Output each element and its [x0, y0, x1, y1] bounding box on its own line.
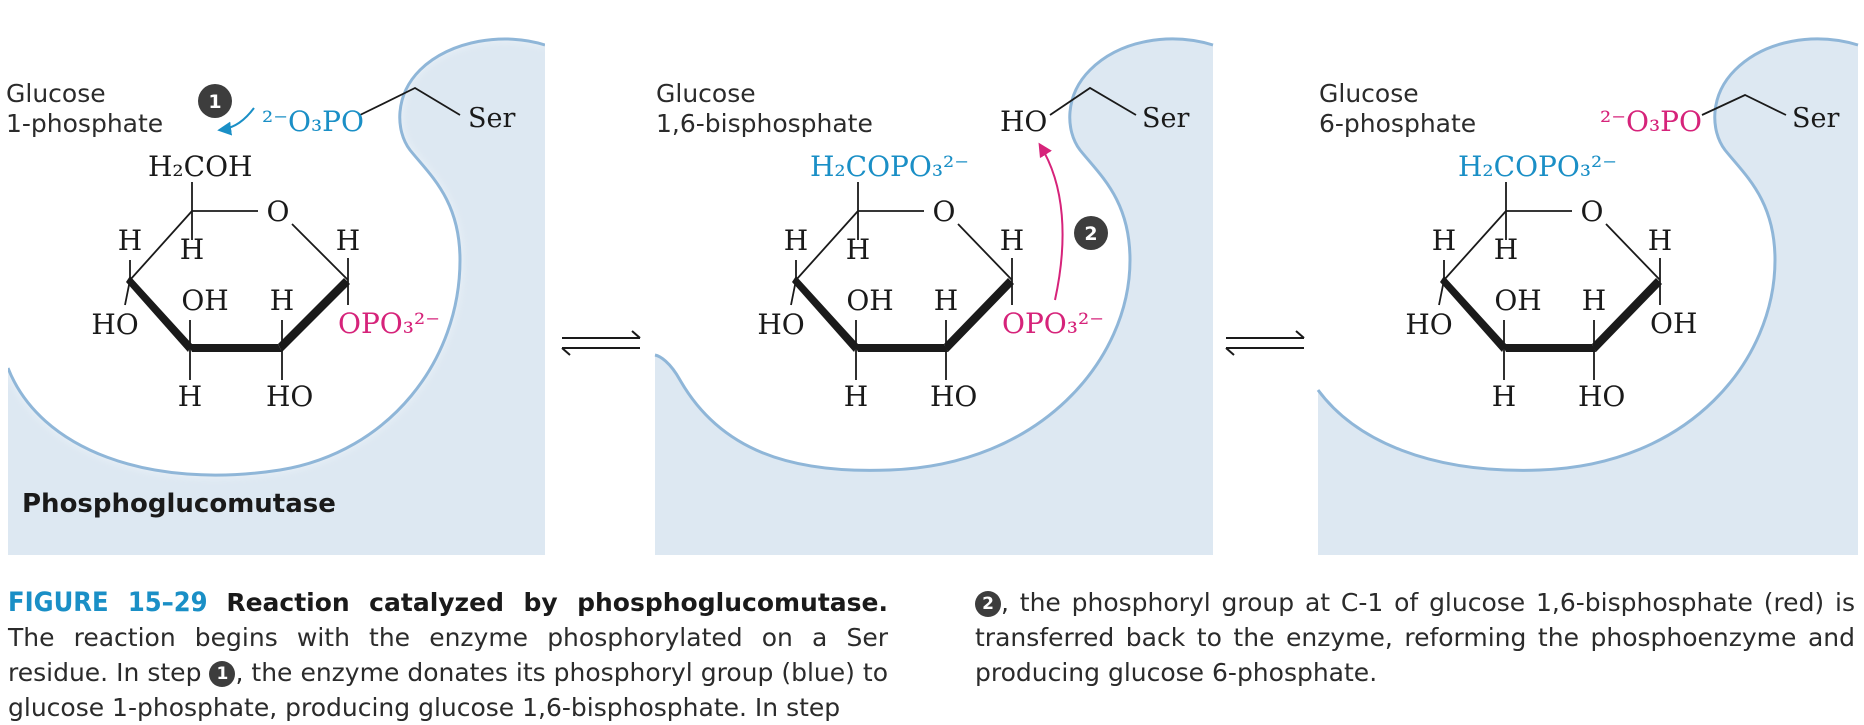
c2-ho: HO	[930, 380, 977, 413]
ring-oxygen: O	[933, 195, 956, 228]
enzyme-phosphoryl-group: ²⁻O₃PO	[1600, 105, 1702, 138]
c6-group: H₂COPO₃²⁻	[1458, 150, 1617, 183]
c2-h: H	[270, 284, 294, 317]
c4-h: H	[118, 224, 142, 257]
c2-h: H	[934, 284, 958, 317]
c4-ho: HO	[1405, 308, 1452, 341]
panel-glucose-1-phosphate: Glucose 1-phosphate Phosphoglucomutase S…	[0, 0, 655, 560]
c5-h: H	[846, 233, 870, 266]
figure-number: FIGURE 15–29	[8, 587, 208, 618]
panel-2-label-line2: 1,6-bisphosphate	[656, 109, 873, 138]
step-2-number: 2	[1084, 223, 1097, 245]
ser-label: Ser	[1792, 103, 1839, 134]
c2-h: H	[1582, 284, 1606, 317]
c2-ho: HO	[266, 380, 313, 413]
c4-h: H	[784, 224, 808, 257]
caption-step-1-badge: 1	[209, 661, 236, 687]
c3-oh: OH	[181, 284, 228, 317]
panel-1-label-line1: Glucose	[6, 79, 106, 108]
step-2-arrow	[1038, 142, 1064, 301]
ring-oxygen: O	[1581, 195, 1604, 228]
panel-glucose-1-6-bisphosphate: Glucose 1,6-bisphosphate Ser HO 2 H₂COPO	[654, 30, 1214, 555]
c3-h: H	[178, 380, 202, 413]
c3-h: H	[1492, 380, 1516, 413]
c3-h: H	[844, 380, 868, 413]
caption-text-3: , the phosphoryl group at C-1 of glucose…	[975, 588, 1855, 687]
panel-glucose-6-phosphate: Glucose 6-phosphate Ser ²⁻O₃PO H₂COPO₃²⁻…	[1316, 30, 1859, 555]
c4-ho: HO	[757, 308, 804, 341]
step-2-badge	[1074, 216, 1108, 250]
enzyme-hydroxyl-group: HO	[1000, 105, 1047, 138]
caption-text-1: The reaction begins with the enzyme phos…	[8, 623, 888, 687]
figure-caption-column-2: 2, the phosphoryl group at C-1 of glucos…	[975, 585, 1855, 690]
caption-step-2-badge: 2	[975, 591, 1001, 617]
ser-label: Ser	[468, 103, 515, 134]
c4-ho: HO	[91, 308, 138, 341]
c1-substituent: OH	[1650, 307, 1697, 340]
equilibrium-arrow-1	[561, 330, 641, 356]
c3-oh: OH	[1494, 284, 1541, 317]
c1-h: H	[1648, 224, 1672, 257]
c5-h: H	[180, 233, 204, 266]
c3-oh: OH	[846, 284, 893, 317]
c1-substituent: OPO₃²⁻	[338, 307, 440, 340]
ring-oxygen: O	[267, 195, 290, 228]
panel-2-label-line1: Glucose	[656, 79, 756, 108]
glucose-ring	[124, 182, 350, 380]
c4-h: H	[1432, 224, 1456, 257]
step-1-arrow	[217, 107, 255, 136]
c1-h: H	[1000, 224, 1024, 257]
figure-caption-column-1: FIGURE 15–29 Reaction catalyzed by phosp…	[8, 585, 888, 725]
equilibrium-arrow-2	[1225, 330, 1305, 356]
c2-ho: HO	[1578, 380, 1625, 413]
figure-title: Reaction catalyzed by phosphoglucomutase…	[226, 588, 888, 617]
enzyme-phosphoryl-group: ²⁻O₃PO	[262, 105, 364, 138]
ser-label: Ser	[1142, 103, 1189, 134]
panel-3-label-line2: 6-phosphate	[1319, 109, 1476, 138]
c5-h: H	[1494, 233, 1518, 266]
step-1-badge	[198, 84, 232, 118]
step-1-number: 1	[208, 91, 221, 113]
c1-substituent: OPO₃²⁻	[1002, 307, 1104, 340]
panel-1-label-line2: 1-phosphate	[6, 109, 163, 138]
c6-group: H₂COPO₃²⁻	[810, 150, 969, 183]
panel-3-label-line1: Glucose	[1319, 79, 1419, 108]
c6-group: H₂COH	[148, 150, 252, 183]
enzyme-name: Phosphoglucomutase	[22, 489, 336, 519]
reaction-figure: Glucose 1-phosphate Phosphoglucomutase S…	[0, 0, 1859, 560]
c1-h: H	[336, 224, 360, 257]
